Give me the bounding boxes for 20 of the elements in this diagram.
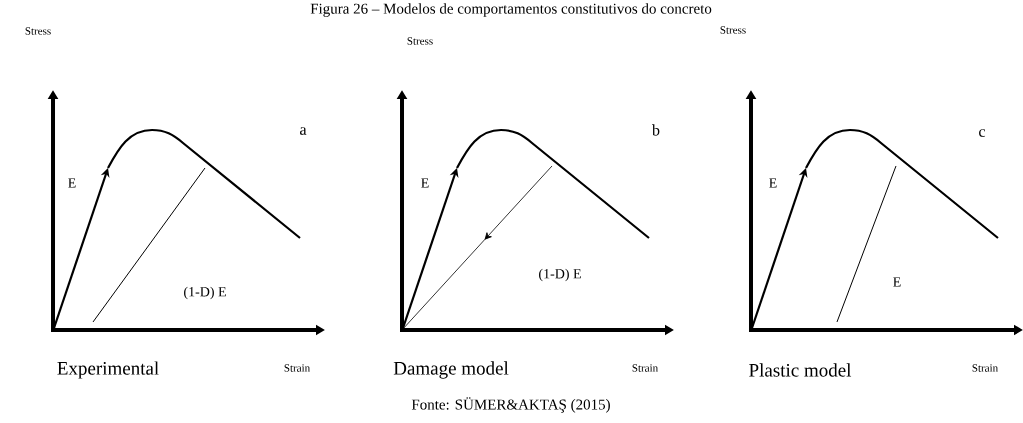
- panel-letter: b: [652, 124, 660, 136]
- axis-label: Strain: [284, 364, 310, 372]
- axis-label: Strain: [632, 364, 658, 372]
- slope-label: E: [893, 277, 901, 287]
- axis-label: Strain: [972, 364, 998, 372]
- figure-caption: Fonte: SÜMER&AKTAŞ (2015): [411, 397, 610, 413]
- panel-letter: c: [979, 129, 986, 137]
- slope-label: E: [68, 178, 76, 188]
- axis-label: Stress: [25, 27, 51, 35]
- slope-label: E: [421, 178, 429, 188]
- panel-caption: Damage model: [393, 361, 509, 379]
- figure-title: Figura 26 – Modelos de comportamentos constitutivos do concreto: [310, 3, 712, 17]
- panel-caption: Experimental: [57, 361, 159, 379]
- slope-label: (1-D) E: [539, 268, 581, 282]
- axis-label: Stress: [720, 26, 746, 34]
- panel-caption: Plastic model: [749, 363, 852, 377]
- slope-label: E: [769, 178, 777, 188]
- axis-label: Stress: [407, 37, 433, 45]
- slope-label: (1-D) E: [184, 286, 226, 300]
- panel-letter: a: [300, 127, 307, 135]
